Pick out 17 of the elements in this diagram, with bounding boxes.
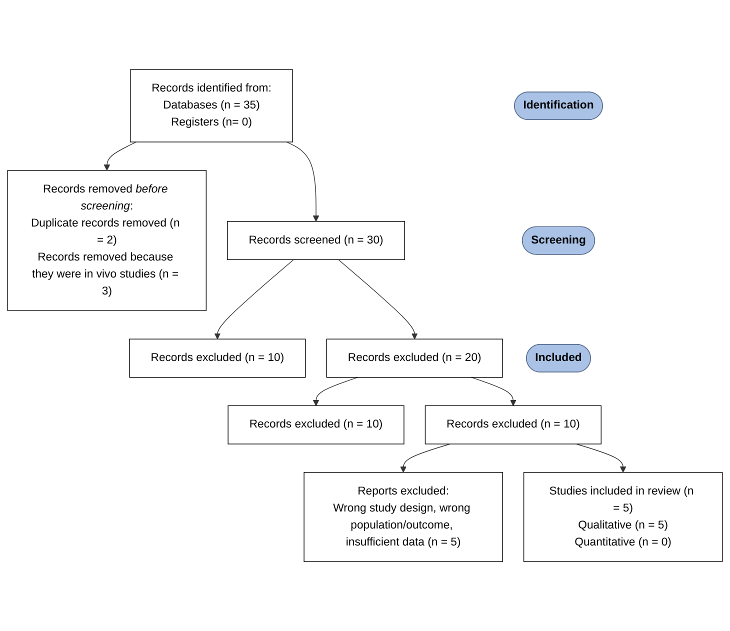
node-box: Records identified from: Databases (n = 35) Registers (n= 0) bbox=[130, 69, 293, 142]
arrow bbox=[214, 259, 294, 340]
node-box: Records screened (n = 30) bbox=[227, 220, 405, 260]
arrow bbox=[470, 376, 516, 406]
node-box: Studies included in review (n = 5) Qualitative (n = 5) Quantitative (n = 0) bbox=[523, 472, 723, 562]
arrow bbox=[286, 141, 320, 222]
arrow bbox=[576, 443, 626, 472]
node-box: Reports excluded: Wrong study design, wrong population/outcome, insufficient data (n = 5) bbox=[304, 472, 503, 562]
node-box: Records excluded (n = 20) bbox=[326, 338, 503, 378]
node-box: Records excluded (n = 10) bbox=[228, 405, 404, 444]
arrow bbox=[338, 259, 418, 340]
arrow bbox=[104, 141, 137, 170]
node-box: Records excluded (n = 10) bbox=[424, 405, 602, 444]
node-box: Records excluded (n = 10) bbox=[129, 338, 306, 378]
arrow bbox=[400, 443, 450, 472]
node-box: Records removed before screening: Duplicate records removed (n = 2) Records removed because they were in vivo studies (n = 3) bbox=[7, 170, 207, 311]
arrow bbox=[312, 376, 358, 406]
